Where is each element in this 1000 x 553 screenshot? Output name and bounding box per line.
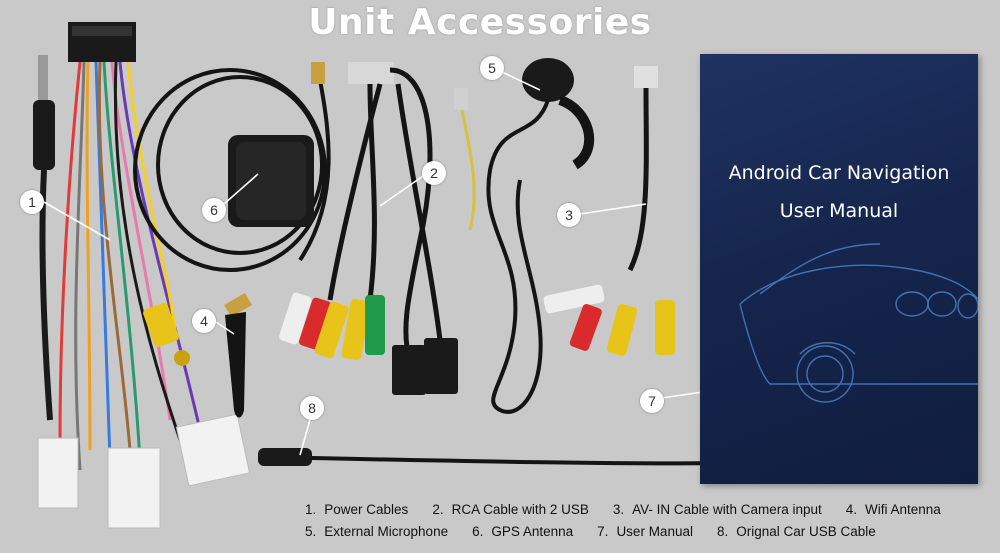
gps-antenna <box>133 62 331 272</box>
marker-1: 1 <box>20 190 44 214</box>
wifi-antenna <box>224 292 252 418</box>
legend-item: 3.AV- IN Cable with Camera input <box>612 501 822 517</box>
legend-row-1: 1.Power Cables 2.RCA Cable with 2 USB 3.… <box>305 498 941 520</box>
rca-usb-cable <box>279 62 458 395</box>
legend-item: 6.GPS Antenna <box>472 523 574 539</box>
user-manual-booklet: Android Car Navigation User Manual <box>700 54 978 484</box>
legend-item: 1.Power Cables <box>305 501 409 517</box>
marker-6: 6 <box>202 198 226 222</box>
legend-item: 8.Orignal Car USB Cable <box>716 523 876 539</box>
marker-3: 3 <box>557 203 581 227</box>
legend-item: 7.User Manual <box>597 523 693 539</box>
marker-8: 8 <box>300 396 324 420</box>
av-in-cable <box>543 66 675 356</box>
accessory-legend: 1.Power Cables 2.RCA Cable with 2 USB 3.… <box>305 498 941 542</box>
external-microphone <box>454 58 595 414</box>
marker-7: 7 <box>640 389 664 413</box>
marker-2: 2 <box>422 161 446 185</box>
legend-item: 2.RCA Cable with 2 USB <box>432 501 589 517</box>
legend-item: 4.Wifi Antenna <box>845 501 941 517</box>
pointer-lines <box>43 71 731 456</box>
power-cables <box>33 22 251 529</box>
legend-item: 5.External Microphone <box>305 523 449 539</box>
manual-title-line1: Android Car Navigation <box>728 162 950 184</box>
car-outline-illustration <box>739 243 978 403</box>
legend-row-2: 5.External Microphone 6.GPS Antenna 7.Us… <box>305 520 925 542</box>
manual-title-line2: User Manual <box>779 200 899 222</box>
marker-4: 4 <box>192 309 216 333</box>
marker-5: 5 <box>480 56 504 80</box>
page-title: Unit Accessories <box>308 2 652 43</box>
